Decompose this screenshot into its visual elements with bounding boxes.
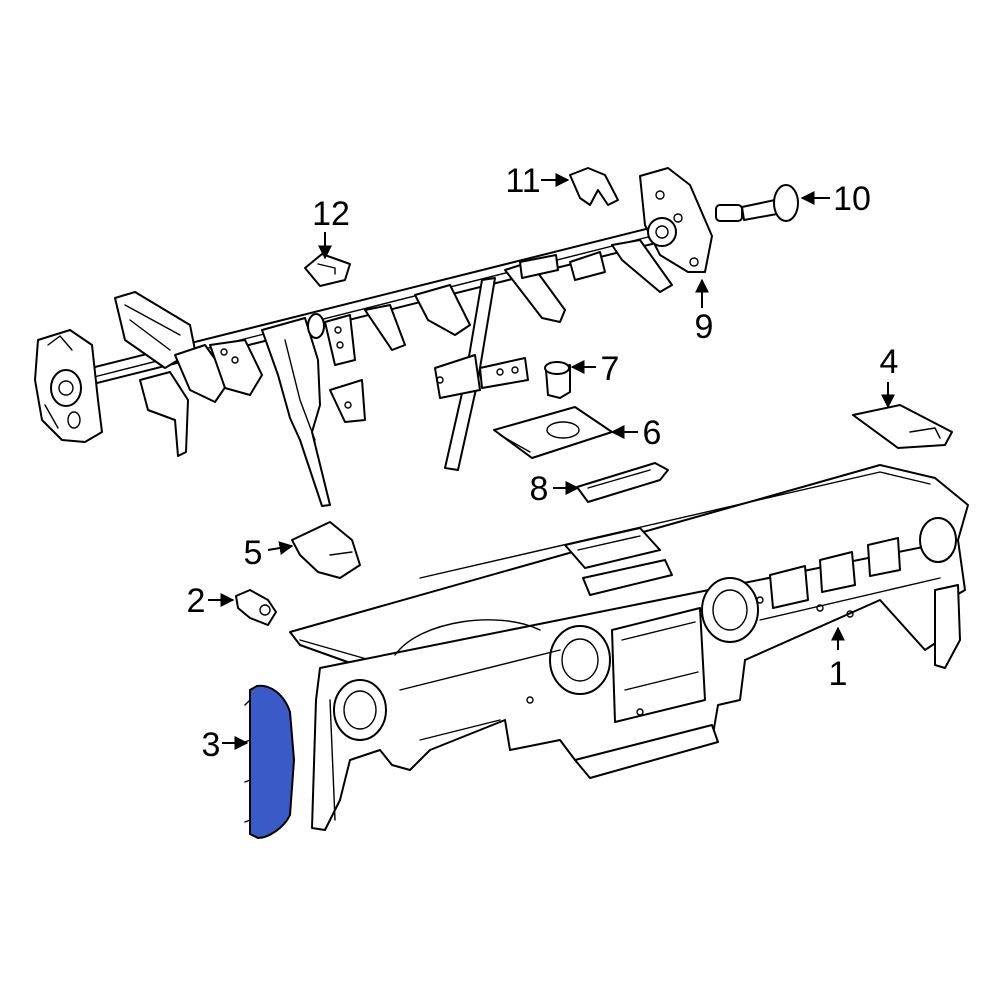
callout-6: 6 <box>643 414 662 452</box>
callout-1: 1 <box>829 655 848 693</box>
callout-4: 4 <box>880 343 899 381</box>
connector-2 <box>235 589 277 626</box>
seal-8 <box>576 462 669 503</box>
callout-5: 5 <box>244 534 263 572</box>
callout-10: 10 <box>833 180 871 218</box>
cross-car-beam <box>34 167 713 507</box>
bracket-11 <box>569 167 619 206</box>
panel-6 <box>493 406 613 459</box>
cover-4 <box>852 404 953 449</box>
callout-labels: 1 2 3 4 5 6 7 8 9 10 11 12 <box>187 162 899 764</box>
callout-leaders <box>208 173 895 750</box>
side-panel-3 <box>244 684 296 840</box>
callout-8: 8 <box>530 470 549 508</box>
callout-2: 2 <box>187 582 206 620</box>
insert-7 <box>544 361 571 399</box>
callout-7: 7 <box>601 350 620 388</box>
bezel-5 <box>291 521 361 579</box>
instrument-panel <box>289 464 969 831</box>
callout-12: 12 <box>312 195 350 233</box>
bolt-10 <box>715 184 799 222</box>
callout-11: 11 <box>505 162 540 200</box>
callout-3: 3 <box>202 726 221 764</box>
leader-5 <box>267 541 294 555</box>
callout-9: 9 <box>695 308 714 346</box>
clip-12 <box>304 253 351 287</box>
